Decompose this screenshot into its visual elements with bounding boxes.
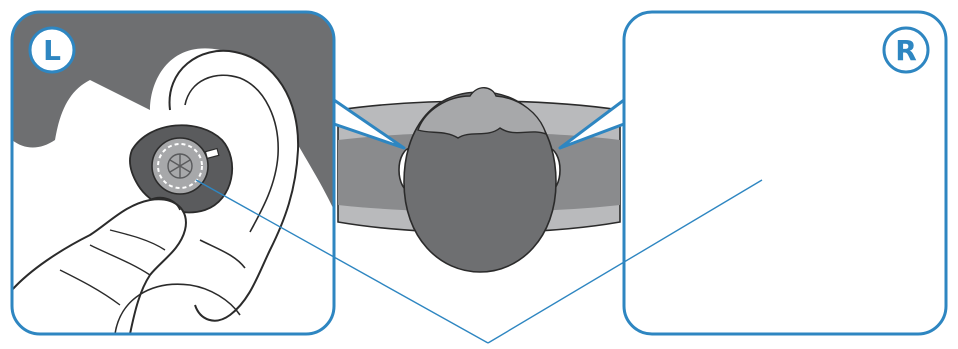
left-badge: L bbox=[30, 28, 74, 72]
left-ear-panel: L bbox=[12, 12, 334, 334]
head-top-view bbox=[338, 88, 620, 272]
right-ear-panel: R bbox=[624, 12, 946, 334]
hair-shape bbox=[418, 88, 546, 138]
left-badge-label: L bbox=[43, 34, 61, 67]
right-badge: R bbox=[884, 28, 928, 72]
right-badge-label: R bbox=[895, 34, 917, 67]
